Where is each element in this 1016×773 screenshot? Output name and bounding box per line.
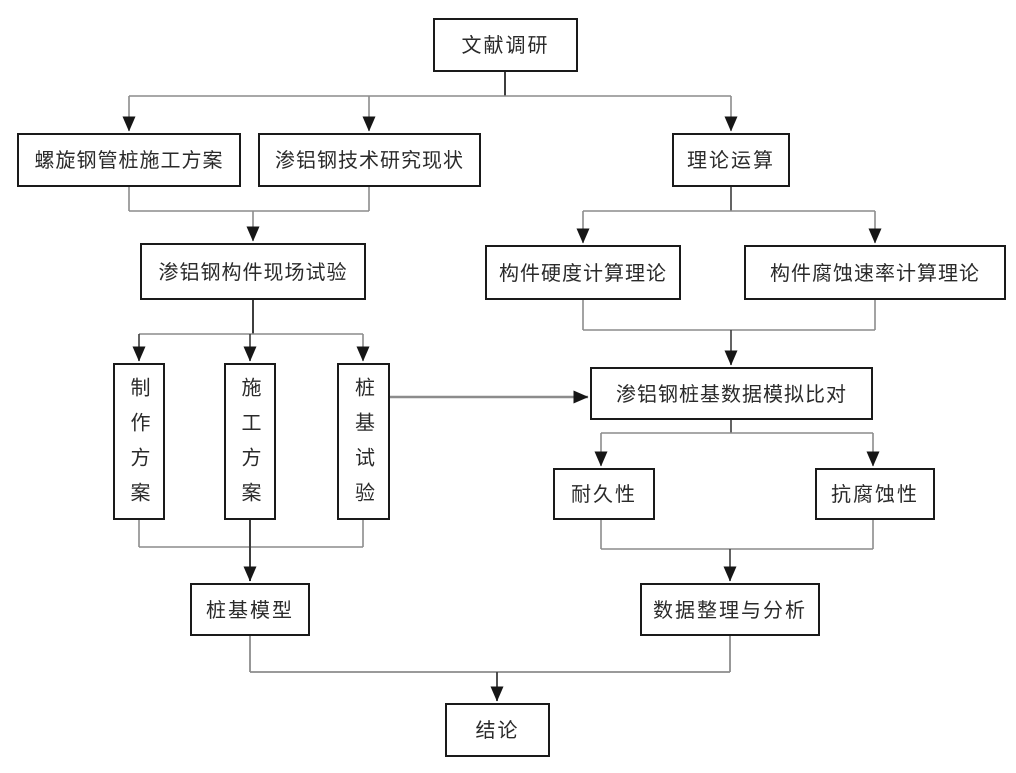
arrow-properties-to-analysis (600, 520, 874, 582)
node-literature-research: 文献调研 (433, 18, 578, 72)
node-construction-plan: 施工方案 (224, 363, 276, 520)
arrow-row2-to-field-test (128, 187, 370, 242)
node-durability: 耐久性 (553, 468, 655, 520)
node-theoretical-calculation: 理论运算 (672, 133, 790, 187)
arrow-plans-to-pile-model (138, 520, 364, 582)
node-spiral-pipe-pile-plan: 螺旋钢管桩施工方案 (17, 133, 241, 187)
node-pile-foundation-test: 桩基试验 (337, 363, 390, 520)
node-corrosion-rate-theory: 构件腐蚀速率计算理论 (744, 245, 1006, 300)
node-anti-corrosion: 抗腐蚀性 (815, 468, 935, 520)
node-fabrication-plan: 制作方案 (113, 363, 165, 520)
arrow-bottom-to-conclusion (249, 636, 731, 702)
arrows-field-test-to-plans (132, 300, 370, 362)
node-conclusion: 结论 (445, 703, 550, 757)
node-hardness-theory: 构件硬度计算理论 (485, 245, 681, 300)
arrow-theories-to-simulation (582, 300, 876, 366)
node-pile-model: 桩基模型 (190, 583, 310, 636)
arrows-simulation-to-properties (594, 420, 880, 467)
node-field-test: 渗铝钢构件现场试验 (140, 243, 366, 300)
arrows-literature-to-row2 (122, 72, 738, 132)
node-data-analysis: 数据整理与分析 (640, 583, 820, 636)
arrows-theory-to-theories (576, 187, 882, 244)
node-aluminized-steel-status: 渗铝钢技术研究现状 (258, 133, 481, 187)
node-simulation-comparison: 渗铝钢桩基数据模拟比对 (590, 367, 873, 420)
